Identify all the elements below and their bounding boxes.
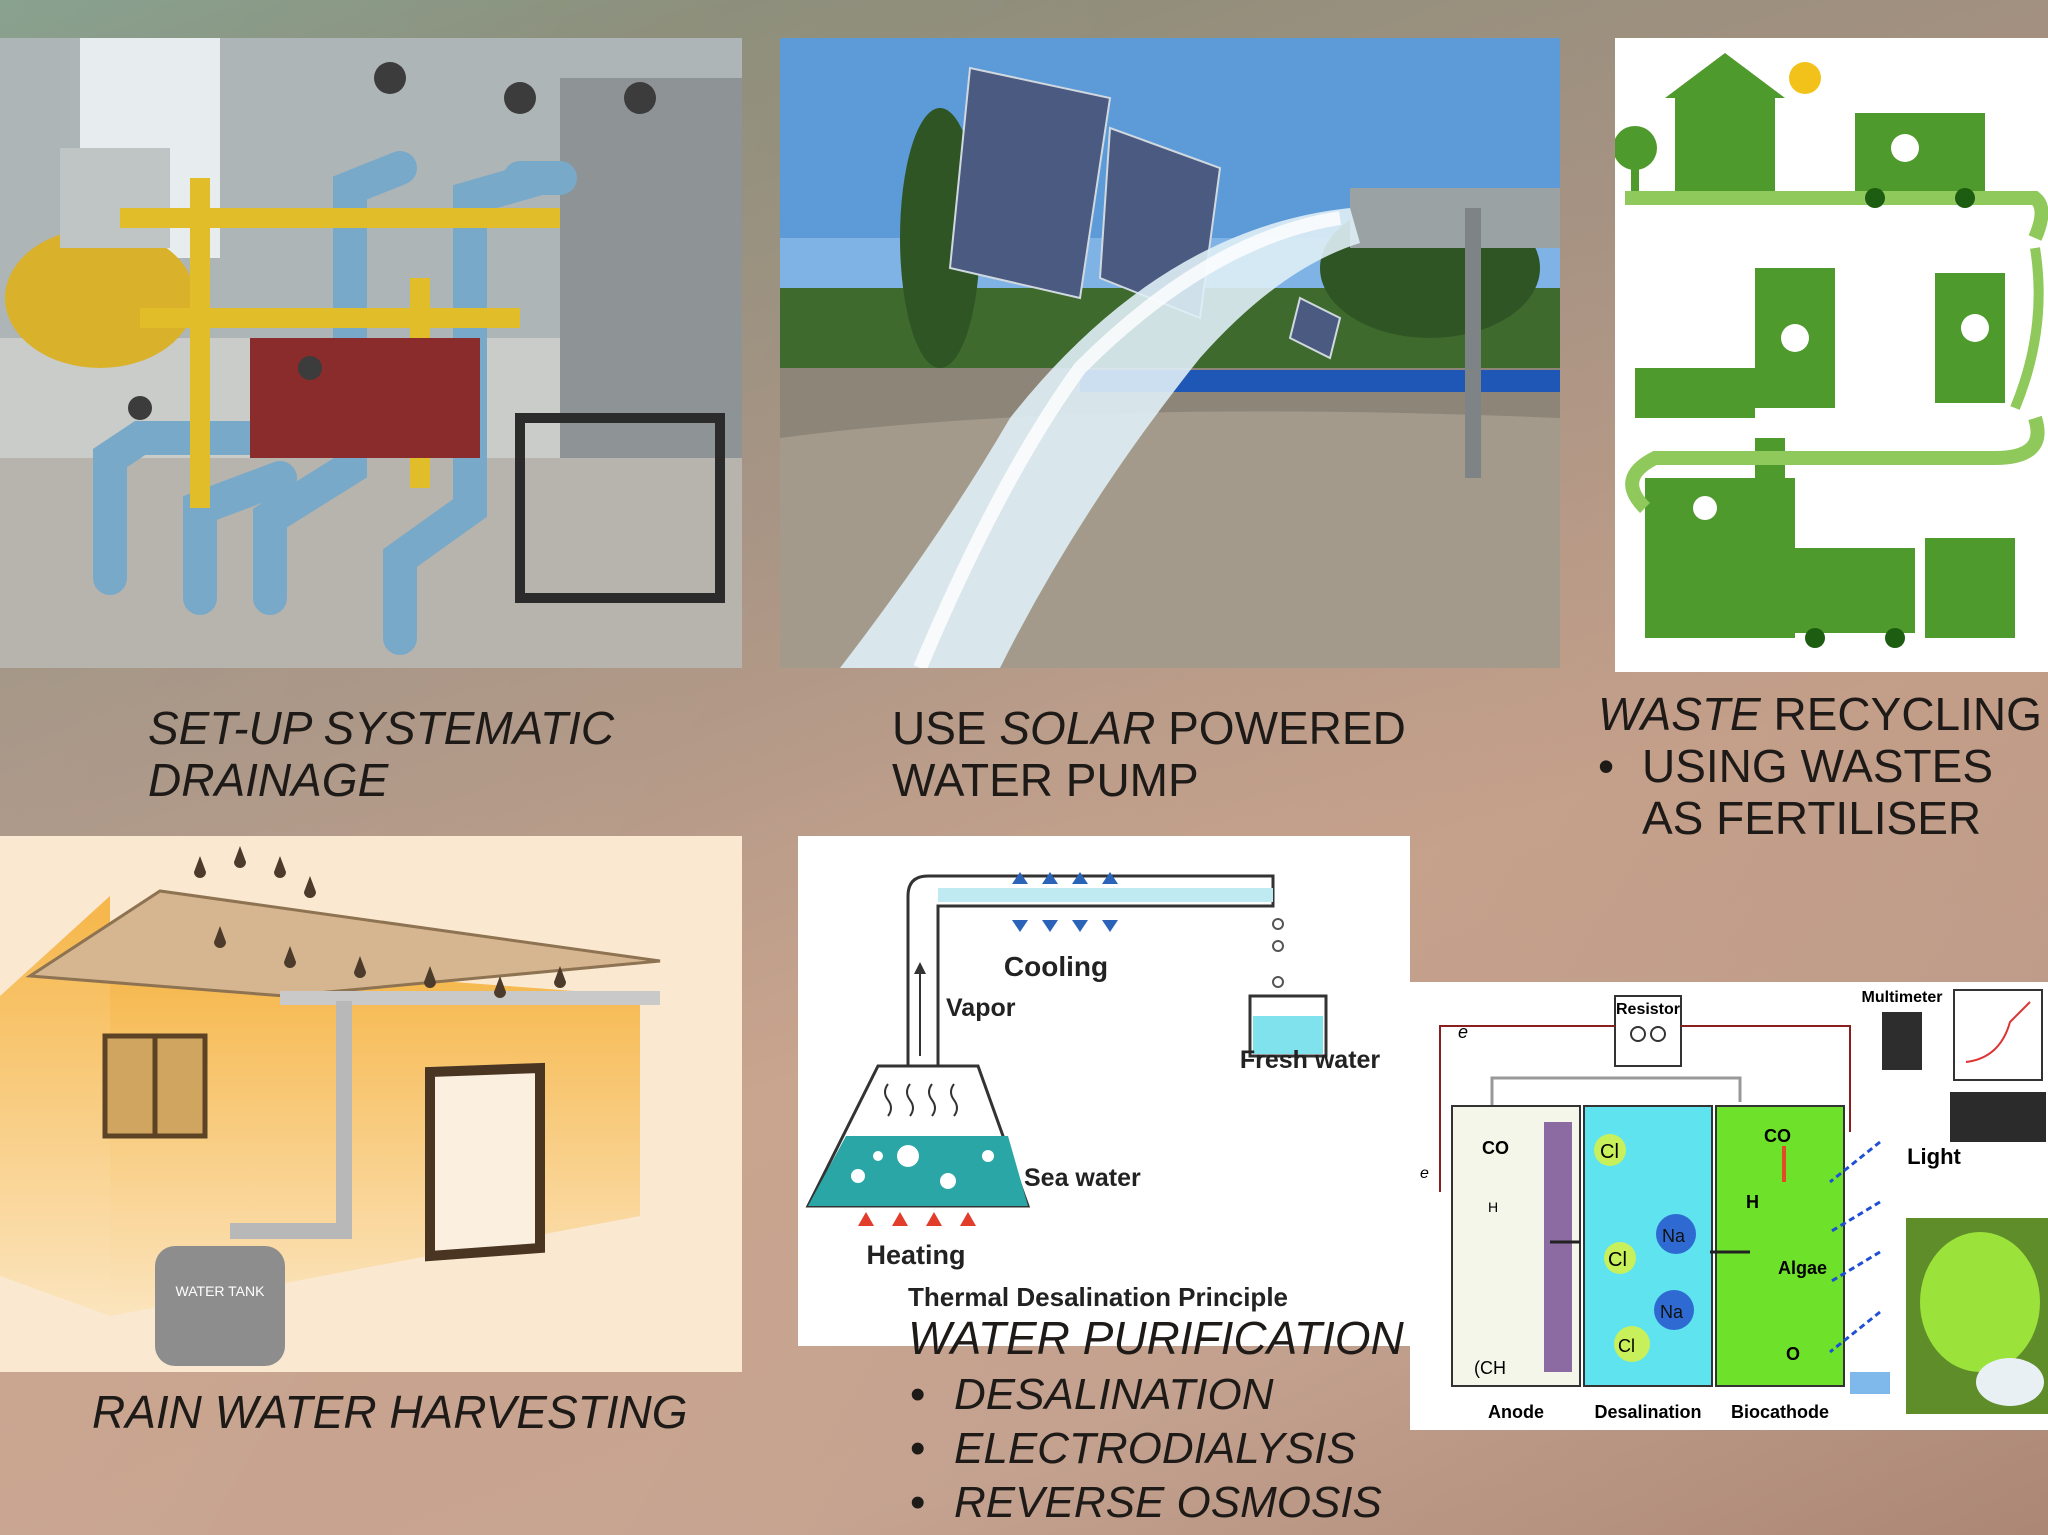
light-label: Light bbox=[1907, 1144, 1961, 1169]
desalination-chamber-label: Desalination bbox=[1594, 1402, 1701, 1422]
caption-rain-text: RAIN WATER HARVESTING bbox=[92, 1386, 688, 1438]
drainage-photo bbox=[0, 38, 742, 668]
caption-waste: WASTE RECYCLING • USING WASTES AS FERTILI… bbox=[1598, 688, 2042, 844]
list-item: • DESALINATION bbox=[910, 1368, 1382, 1422]
algae-label: Algae bbox=[1778, 1258, 1827, 1278]
cathode-h2o: H bbox=[1746, 1192, 1759, 1212]
cl-ion-1: Cl bbox=[1600, 1141, 1619, 1163]
caption-drainage-line2: DRAINAGE bbox=[148, 754, 389, 806]
tank-label: WATER TANK bbox=[176, 1283, 266, 1299]
sea-water-label: Sea water bbox=[1024, 1164, 1141, 1192]
caption-solar-post: POWERED bbox=[1155, 702, 1406, 754]
caption-drainage-line1: SET-UP SYSTEMATIC bbox=[148, 702, 615, 754]
solar-pump-photo bbox=[780, 38, 1560, 668]
electron-label-top: e bbox=[1458, 1022, 1468, 1042]
multimeter-label: Multimeter bbox=[1862, 989, 1943, 1006]
caption-solar-pre: USE bbox=[892, 702, 1000, 754]
vapor-label: Vapor bbox=[946, 994, 1016, 1022]
purification-list: • DESALINATION • ELECTRODIALYSIS • REVERSE … bbox=[910, 1368, 1382, 1530]
na-ion-1: Na bbox=[1662, 1226, 1686, 1246]
cathode-co2: CO bbox=[1764, 1126, 1791, 1146]
purification-item-3: REVERSE OSMOSIS bbox=[954, 1478, 1382, 1527]
rain-harvesting-illustration: WATER TANK bbox=[0, 836, 742, 1372]
caption-rain: RAIN WATER HARVESTING bbox=[92, 1386, 688, 1438]
caption-solar-italic: SOLAR bbox=[999, 702, 1156, 754]
cl-ion-3: Cl bbox=[1618, 1336, 1635, 1356]
desalination-diagram: Cooling Vapor Fresh water Sea water Heat… bbox=[798, 836, 1410, 1346]
caption-solar-line2: WATER PUMP bbox=[892, 754, 1199, 806]
resistor-label: Resistor bbox=[1616, 1001, 1680, 1018]
caption-waste-bullet2: AS FERTILISER bbox=[1642, 792, 1982, 844]
caption-purification-title: WATER PURIFICATION bbox=[908, 1312, 1404, 1364]
bullet-dot: • bbox=[910, 1478, 926, 1527]
cooling-label: Cooling bbox=[1004, 951, 1108, 982]
purification-item-2: ELECTRODIALYSIS bbox=[954, 1424, 1356, 1473]
caption-solar: USE SOLAR POWERED WATER PUMP bbox=[892, 702, 1406, 806]
caption-waste-italic: WASTE bbox=[1598, 688, 1761, 740]
list-item: • ELECTRODIALYSIS bbox=[910, 1422, 1382, 1476]
biocathode-label: Biocathode bbox=[1731, 1402, 1829, 1422]
anode-co2: CO bbox=[1482, 1138, 1509, 1158]
anode-ch2o: (CH bbox=[1474, 1358, 1506, 1378]
purification-item-1: DESALINATION bbox=[954, 1370, 1274, 1419]
na-ion-2: Na bbox=[1660, 1302, 1684, 1322]
list-item: • REVERSE OSMOSIS bbox=[910, 1476, 1382, 1530]
cl-ion-2: Cl bbox=[1608, 1249, 1627, 1271]
recycling-infographic bbox=[1615, 38, 2048, 672]
heating-label: Heating bbox=[866, 1240, 965, 1270]
electron-label-side: e bbox=[1420, 1165, 1429, 1182]
caption-waste-post: RECYCLING bbox=[1760, 688, 2042, 740]
fresh-water-label: Fresh water bbox=[1240, 1046, 1381, 1074]
caption-waste-bullet1: USING WASTES bbox=[1642, 740, 1993, 792]
anode-h-plus: H bbox=[1488, 1199, 1498, 1215]
caption-drainage: SET-UP SYSTEMATIC DRAINAGE bbox=[148, 702, 614, 806]
bullet-dot: • bbox=[910, 1370, 926, 1419]
microbial-desalination-cell: Resistor e e Multimeter Light CO H (CH C… bbox=[1410, 982, 2048, 1430]
anode-label: Anode bbox=[1488, 1402, 1544, 1422]
bullet-dot: • bbox=[910, 1424, 926, 1473]
cathode-o2: O bbox=[1786, 1344, 1800, 1364]
bullet-dot: • bbox=[1598, 740, 1615, 792]
desalination-title: Thermal Desalination Principle bbox=[908, 1282, 1288, 1312]
purification-title: WATER PURIFICATION bbox=[908, 1312, 1404, 1364]
